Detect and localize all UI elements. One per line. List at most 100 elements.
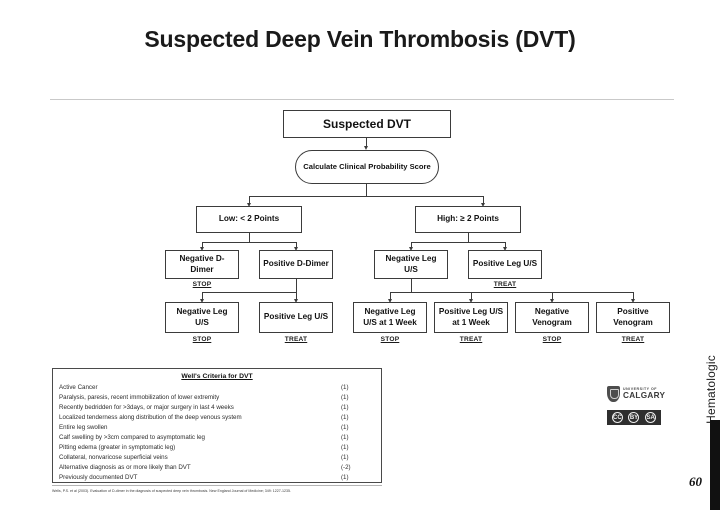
action-treat-pos-1-week: TREAT xyxy=(459,336,483,343)
arrow-to-neg-ddimer xyxy=(199,247,204,251)
criteria-row: Entire leg swollen (1) xyxy=(59,423,375,433)
criteria-points: (-2) xyxy=(341,463,351,471)
arrow-to-neg-leg-us xyxy=(408,247,413,251)
connector-to-neg-leg-us-final xyxy=(202,292,203,301)
node-negative-venogram[interactable]: Negative Venogram xyxy=(515,302,589,333)
node-suspected-dvt[interactable]: Suspected DVT xyxy=(283,110,451,138)
connector-to-neg-ddimer xyxy=(202,242,203,249)
creative-commons-badges: CC BY SA xyxy=(607,410,661,425)
connector-to-neg-1wk xyxy=(390,292,391,301)
criteria-row: Localized tenderness along distribution … xyxy=(59,413,375,423)
arrow-to-pos-1wk xyxy=(468,299,473,303)
connector-pos-ddimer-split xyxy=(202,292,296,293)
action-stop-neg-ddimer: STOP xyxy=(192,281,212,288)
connector-to-neg-venogram xyxy=(552,292,553,301)
cc-sa-icon: SA xyxy=(645,412,657,423)
criteria-points: (1) xyxy=(341,383,349,391)
page-number: 60 xyxy=(689,474,702,489)
connector-to-pos-leg-us xyxy=(505,242,506,249)
criteria-row: Recently bedridden for >3days, or major … xyxy=(59,403,375,413)
connector-to-pos-leg-us-final xyxy=(296,292,297,301)
node-positive-leg-us-1-week[interactable]: Positive Leg U/S at 1 Week xyxy=(434,302,508,333)
arrow-to-neg-1wk xyxy=(387,299,392,303)
criteria-label: Active Cancer xyxy=(59,383,98,391)
node-final-positive-leg-us[interactable]: Positive Leg U/S xyxy=(259,302,333,333)
node-low-probability[interactable]: Low: < 2 Points xyxy=(196,206,302,233)
criteria-label: Paralysis, paresis, recent immobilizatio… xyxy=(59,393,220,401)
arrow-to-pos-ddimer xyxy=(293,247,298,251)
connector-neg-leg-us-split xyxy=(390,292,633,293)
node-calculate-probability[interactable]: Calculate Clinical Probability Score xyxy=(295,150,439,184)
shield-icon xyxy=(607,386,620,402)
action-treat-final-pos-leg-us: TREAT xyxy=(284,336,308,343)
connector-pos-ddimer-down xyxy=(296,279,297,292)
action-treat-pos-venogram: TREAT xyxy=(621,336,645,343)
arrow-to-pos-venogram xyxy=(630,299,635,303)
cc-by-icon: BY xyxy=(628,412,640,423)
node-negative-leg-us-high[interactable]: Negative Leg U/S xyxy=(374,250,448,279)
criteria-label: Entire leg swollen xyxy=(59,423,108,431)
criteria-points: (1) xyxy=(341,453,349,461)
connector-to-neg-leg-us xyxy=(411,242,412,249)
arrow-to-pos-leg-us-final xyxy=(293,299,298,303)
connector-neg-leg-us-down xyxy=(411,279,412,292)
node-negative-leg-us-1-week[interactable]: Negative Leg U/S at 1 Week xyxy=(353,302,427,333)
connector-high-split xyxy=(411,242,505,243)
connector-low-split xyxy=(202,242,296,243)
cc-icon: CC xyxy=(611,412,623,423)
connector-decision-down xyxy=(366,184,367,196)
arrow-to-high xyxy=(480,203,485,207)
node-negative-d-dimer[interactable]: Negative D-Dimer xyxy=(165,250,239,279)
arrow-root-to-decision xyxy=(363,146,368,150)
criteria-label: Pitting edema (greater in symptomatic le… xyxy=(59,443,176,451)
action-stop-neg-1-week: STOP xyxy=(380,336,400,343)
connector-high-down xyxy=(468,233,469,242)
node-high-probability[interactable]: High: ≥ 2 Points xyxy=(415,206,521,233)
arrow-to-pos-leg-us xyxy=(502,247,507,251)
node-positive-venogram[interactable]: Positive Venogram xyxy=(596,302,670,333)
connector-low-down xyxy=(249,233,250,242)
side-accent-bar xyxy=(710,420,720,510)
wells-criteria-title: Well's Criteria for DVT xyxy=(181,373,253,380)
wells-criteria-box: Well's Criteria for DVT Active Cancer (1)… xyxy=(52,368,382,483)
criteria-row: Collateral, nonvaricose superficial vein… xyxy=(59,453,375,463)
criteria-row: Paralysis, paresis, recent immobilizatio… xyxy=(59,393,375,403)
criteria-points: (1) xyxy=(341,433,349,441)
criteria-points: (1) xyxy=(341,413,349,421)
criteria-points: (1) xyxy=(341,473,349,481)
criteria-row: Pitting edema (greater in symptomatic le… xyxy=(59,443,375,453)
section-label: Hematologic xyxy=(704,355,718,424)
arrow-to-low xyxy=(246,203,251,207)
citation-text: Wells, P.S. et al (2003). Evaluation of … xyxy=(52,489,291,493)
criteria-points: (1) xyxy=(341,403,349,411)
arrow-to-neg-leg-us-final xyxy=(199,299,204,303)
criteria-row: Calf swelling by >3cm compared to asympt… xyxy=(59,433,375,443)
connector-split-low-high xyxy=(249,196,483,197)
citation-divider xyxy=(52,485,382,486)
criteria-label: Alternative diagnosis as or more likely … xyxy=(59,463,191,471)
criteria-label: Previously documented DVT xyxy=(59,473,138,481)
action-treat-pos-leg-us: TREAT xyxy=(493,281,517,288)
criteria-label: Calf swelling by >3cm compared to asympt… xyxy=(59,433,205,441)
node-final-negative-leg-us[interactable]: Negative Leg U/S xyxy=(165,302,239,333)
action-stop-neg-venogram: STOP xyxy=(542,336,562,343)
connector-to-low xyxy=(249,196,250,205)
connector-to-pos-ddimer xyxy=(296,242,297,249)
wells-criteria-list: Active Cancer (1) Paralysis, paresis, rece… xyxy=(59,383,375,483)
university-name: CALGARY xyxy=(623,390,666,400)
university-label: UNIVERSITY OF xyxy=(623,387,657,392)
university-of-calgary-logo: UNIVERSITY OF CALGARY xyxy=(607,386,665,402)
node-positive-d-dimer[interactable]: Positive D-Dimer xyxy=(259,250,333,279)
criteria-points: (1) xyxy=(341,393,349,401)
page-title: Suspected Deep Vein Thrombosis (DVT) xyxy=(144,26,576,52)
title-divider xyxy=(50,99,674,100)
node-positive-leg-us-high[interactable]: Positive Leg U/S xyxy=(468,250,542,279)
connector-to-high xyxy=(483,196,484,205)
criteria-label: Collateral, nonvaricose superficial vein… xyxy=(59,453,168,461)
criteria-row: Active Cancer (1) xyxy=(59,383,375,393)
criteria-points: (1) xyxy=(341,423,349,431)
criteria-points: (1) xyxy=(341,443,349,451)
action-stop-final-neg-leg-us: STOP xyxy=(192,336,212,343)
criteria-label: Recently bedridden for >3days, or major … xyxy=(59,403,234,411)
